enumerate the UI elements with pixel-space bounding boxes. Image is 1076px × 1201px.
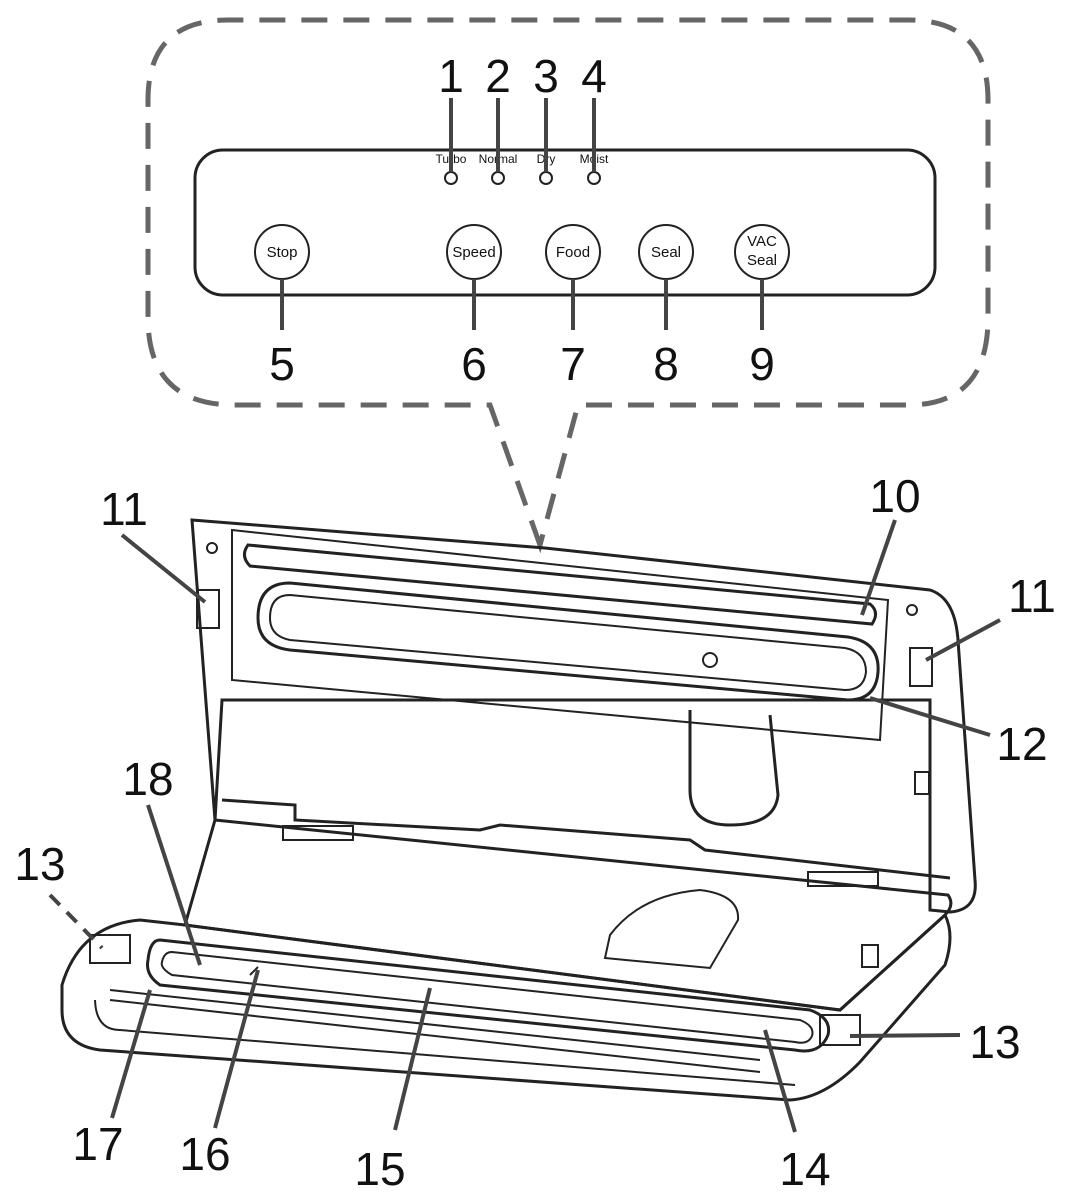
callout-1: 1 [438,50,464,102]
control-panel-callout [145,17,991,554]
seal-button-label: Seal [651,244,681,261]
callout-5: 5 [269,338,295,390]
callout-3: 3 [533,50,559,102]
callout-14: 14 [779,1143,830,1195]
callout-10: 10 [869,470,920,522]
callout-13-right: 13 [969,1016,1020,1068]
callout-2: 2 [485,50,511,102]
callout-15: 15 [354,1143,405,1195]
stop-button[interactable]: Stop [254,224,310,280]
seal-button[interactable]: Seal [638,224,694,280]
callout-6: 6 [461,338,487,390]
callout-13-left: 13 [14,838,65,890]
food-button[interactable]: Food [545,224,601,280]
vac-seal-button-label-line1: VAC [747,233,777,250]
vac-seal-button[interactable]: VAC Seal [734,224,790,280]
callout-18: 18 [122,753,173,805]
device-lid [190,518,977,914]
food-button-label: Food [556,244,590,261]
callout-9: 9 [749,338,775,390]
callout-17: 17 [72,1118,123,1170]
callout-11-right: 11 [1008,570,1056,622]
callout-7: 7 [560,338,586,390]
speed-button[interactable]: Speed [446,224,502,280]
speed-button-label: Speed [452,244,495,261]
stop-button-label: Stop [267,244,298,261]
vac-seal-button-label-line2: Seal [747,252,777,269]
callout-12: 12 [996,718,1047,770]
device-base [60,798,953,1102]
callout-8: 8 [653,338,679,390]
callout-4: 4 [581,50,607,102]
control-panel: Turbo Normal Dry Moist Stop Speed [193,98,937,330]
callout-16: 16 [179,1128,230,1180]
callout-11-left: 11 [100,483,148,535]
